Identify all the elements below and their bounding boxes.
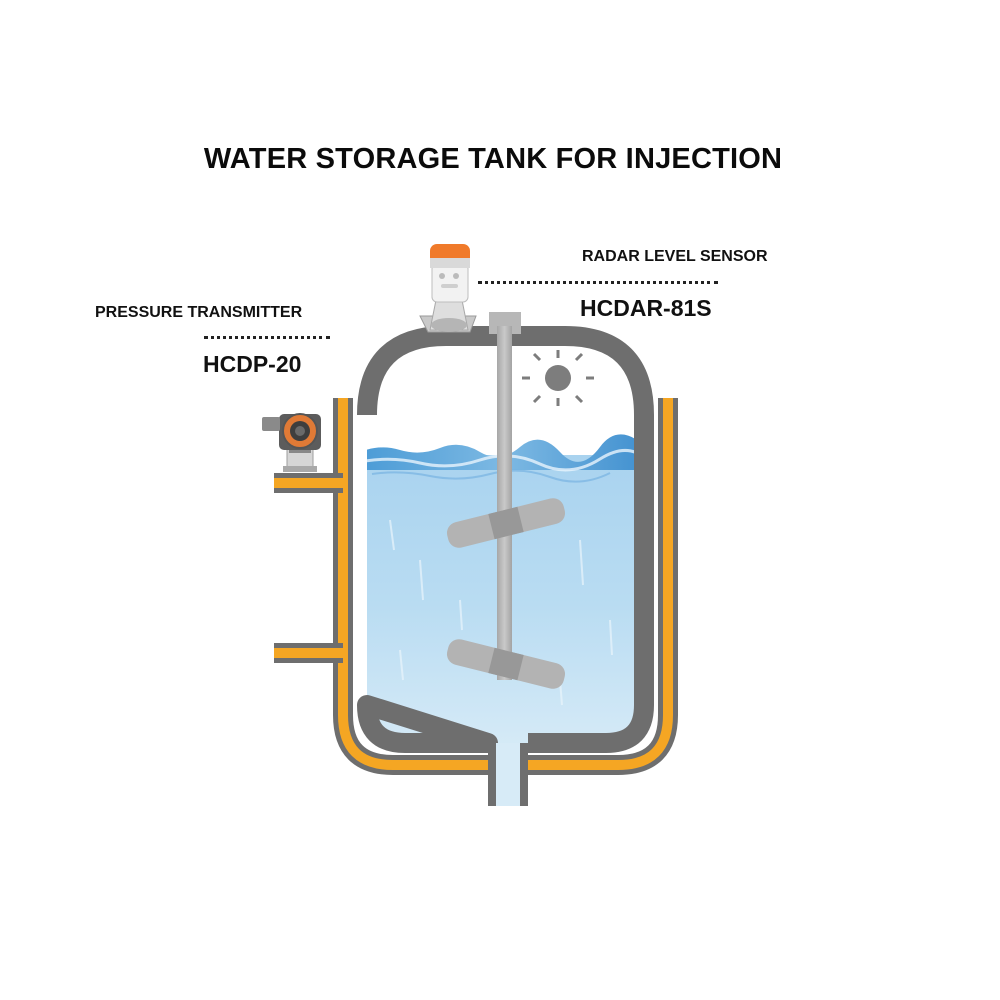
radar-sensor-model: HCDAR-81S xyxy=(580,295,712,321)
agitator xyxy=(446,312,566,689)
agitator-blade-lower xyxy=(446,639,566,689)
radar-sensor-leader-line xyxy=(478,281,718,284)
tank-wall xyxy=(357,326,654,753)
pressure-transmitter-device xyxy=(262,413,321,472)
outlet-pipe xyxy=(488,743,528,806)
pressure-transmitter-label: PRESSURE TRANSMITTER xyxy=(95,304,303,321)
heating-jacket xyxy=(274,398,678,775)
diagram-title: WATER STORAGE TANK FOR INJECTION xyxy=(203,143,783,175)
pressure-transmitter-leader-line xyxy=(204,336,330,339)
agitator-blade-upper xyxy=(446,498,566,548)
radar-sensor-label: RADAR LEVEL SENSOR xyxy=(582,248,768,265)
radar-sensor-device xyxy=(419,244,477,333)
pressure-transmitter-model: HCDP-20 xyxy=(203,351,302,377)
sun-icon xyxy=(522,350,594,406)
